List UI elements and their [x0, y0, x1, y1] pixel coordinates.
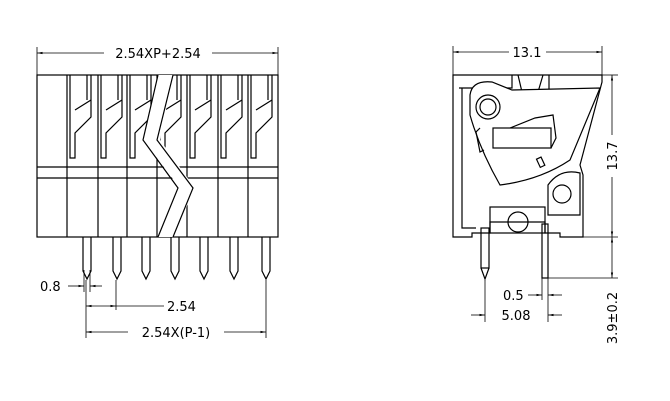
- pin: [229, 237, 239, 281]
- release-hole: [552, 184, 572, 204]
- depth-label: 13.1: [513, 46, 542, 61]
- overall-width-label: 2.54XP+2.54: [115, 47, 201, 62]
- lever-pivot: [475, 94, 501, 120]
- release-latch: [69, 75, 92, 159]
- front-pins: [82, 237, 271, 281]
- side-view: 13.1 13.7 3.9±0.2 0.5 5.08: [452, 46, 621, 344]
- screw-hole: [507, 211, 529, 233]
- release-latch: [100, 75, 123, 159]
- release-latch: [189, 75, 212, 159]
- side-body-outline: [452, 74, 603, 238]
- height-label: 13.7: [606, 142, 621, 171]
- front-view: 2.54XP+2.54 0.8 2.54 2.54X(P-1): [36, 47, 279, 341]
- pin-spacing-dimension: 5.08: [471, 280, 562, 324]
- release-latch: [250, 75, 273, 159]
- front-body: [36, 74, 279, 238]
- pin: [170, 237, 180, 281]
- pin: [199, 237, 209, 281]
- break-line-left: [156, 74, 194, 238]
- depth-dimension: 13.1: [452, 46, 603, 75]
- pin-length-label: 3.9±0.2: [606, 292, 621, 344]
- pin-span-label: 2.54X(P-1): [142, 326, 211, 341]
- pin-width-label: 0.8: [40, 280, 61, 295]
- pin: [112, 237, 122, 281]
- pin-thickness-dimension: 0.5: [503, 278, 562, 322]
- pin-span-dimension: 2.54X(P-1): [86, 280, 267, 341]
- lever-arm: [469, 81, 601, 186]
- pin: [82, 237, 92, 281]
- pin-length-dimension: 3.9±0.2: [548, 237, 621, 344]
- pin-width-dimension: 0.8: [40, 270, 102, 295]
- release-latch: [220, 75, 243, 159]
- overall-width-dimension: 2.54XP+2.54: [36, 47, 279, 75]
- pin-thickness-label: 0.5: [503, 289, 524, 304]
- pin: [141, 237, 151, 281]
- pitch-dimension: 2.54: [85, 280, 196, 338]
- pitch-label: 2.54: [167, 300, 196, 315]
- pin: [261, 237, 271, 281]
- pin-spacing-label: 5.08: [502, 309, 531, 324]
- height-dimension: 13.7: [583, 74, 621, 238]
